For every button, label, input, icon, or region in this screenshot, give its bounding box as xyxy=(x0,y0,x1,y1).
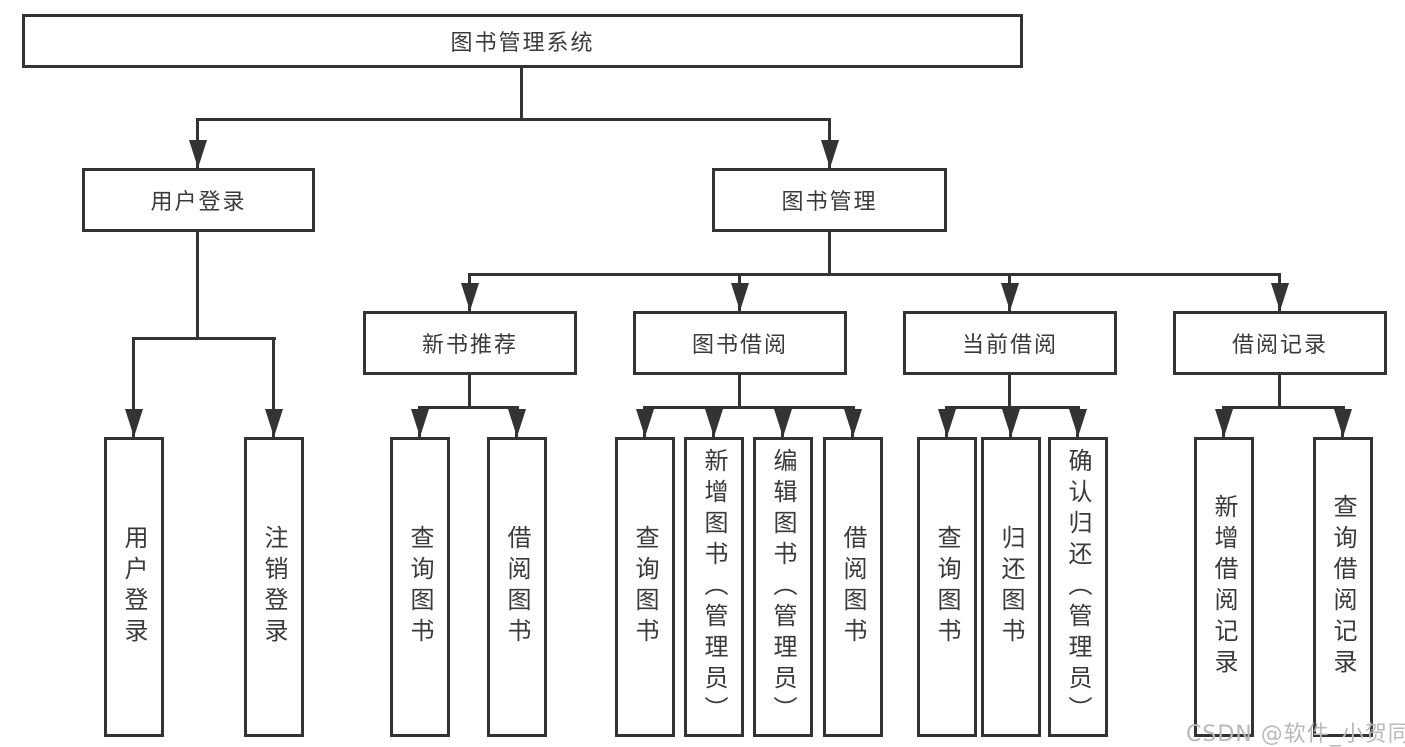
node-label: 借阅记录 xyxy=(1231,333,1328,358)
arrow-down-icon xyxy=(461,283,479,311)
node-label: 图书管理系统 xyxy=(450,31,595,56)
leaf-label: 查询图书 xyxy=(933,525,961,649)
arrow-down-icon xyxy=(125,409,143,437)
leaf-label: 新增借阅记录 xyxy=(1210,494,1238,680)
node-label: 图书借阅 xyxy=(691,333,788,358)
leaf-label: 归还图书 xyxy=(997,525,1025,649)
node-label: 用户登录 xyxy=(150,190,247,215)
arrow-down-icon xyxy=(1069,409,1087,437)
arrow-down-icon xyxy=(774,409,792,437)
leaf-label: 查询图书 xyxy=(406,525,434,649)
node-label: 图书管理 xyxy=(781,190,878,215)
edge-root-branch xyxy=(196,118,831,121)
leaf-label: 确认归还（管理员） xyxy=(1064,447,1092,727)
leaf-label: 编辑图书（管理员） xyxy=(769,447,797,727)
edge-drop-leaf xyxy=(132,337,135,437)
leaf-label: 查询图书 xyxy=(631,525,659,649)
leaf-return-books: 归还图书 xyxy=(981,437,1041,737)
leaf-label: 注销登录 xyxy=(260,525,288,649)
edge-book-management-stem xyxy=(828,232,831,273)
leaf-query-books-recommend: 查询图书 xyxy=(390,437,450,737)
arrow-down-icon xyxy=(189,140,207,168)
edge-book-borrowing-branch xyxy=(643,406,855,409)
leaf-edit-books-admin: 编辑图书（管理员） xyxy=(753,437,813,737)
arrow-down-icon xyxy=(636,409,654,437)
node-current-borrowing: 当前借阅 xyxy=(903,311,1117,375)
edge-borrow-records-stem xyxy=(1278,375,1281,406)
arrow-down-icon xyxy=(1334,409,1352,437)
arrow-down-icon xyxy=(821,140,839,168)
arrow-down-icon xyxy=(1215,409,1233,437)
arrow-down-icon xyxy=(1002,409,1020,437)
node-label: 新书推荐 xyxy=(421,333,518,358)
edge-borrow-records-branch xyxy=(1222,406,1345,409)
edge-book-management-branch xyxy=(468,273,1281,276)
leaf-logout: 注销登录 xyxy=(244,437,304,737)
edge-new-book-recommend-branch xyxy=(418,406,519,409)
edge-current-borrowing-branch xyxy=(945,406,1080,409)
node-new-book-recommend: 新书推荐 xyxy=(363,311,577,375)
leaf-query-books-current: 查询图书 xyxy=(917,437,977,737)
arrow-down-icon xyxy=(705,409,723,437)
edge-user-login-stem xyxy=(196,232,199,337)
leaf-user-login: 用户登录 xyxy=(104,437,164,737)
leaf-label: 用户登录 xyxy=(120,525,148,649)
leaf-label: 新增图书（管理员） xyxy=(700,447,728,727)
arrow-down-icon xyxy=(844,409,862,437)
node-book-borrowing: 图书借阅 xyxy=(633,311,847,375)
leaf-add-borrow-record: 新增借阅记录 xyxy=(1194,437,1254,737)
edge-new-book-recommend-stem xyxy=(468,375,471,406)
edge-book-borrowing-stem xyxy=(738,375,741,406)
arrow-down-icon xyxy=(1271,283,1289,311)
leaf-label: 借阅图书 xyxy=(839,525,867,649)
arrow-down-icon xyxy=(1001,283,1019,311)
edge-current-borrowing-stem xyxy=(1008,375,1011,406)
leaf-query-borrow-record: 查询借阅记录 xyxy=(1313,437,1373,737)
edge-root-stem xyxy=(520,68,523,118)
node-user-login: 用户登录 xyxy=(82,168,315,232)
leaf-label: 借阅图书 xyxy=(503,525,531,649)
leaf-label: 查询借阅记录 xyxy=(1329,494,1357,680)
leaf-borrow-books: 借阅图书 xyxy=(823,437,883,737)
edge-drop-leaf xyxy=(272,337,275,437)
arrow-down-icon xyxy=(265,409,283,437)
node-book-management: 图书管理 xyxy=(712,168,947,232)
node-label: 当前借阅 xyxy=(961,333,1058,358)
arrow-down-icon xyxy=(731,283,749,311)
leaf-borrow-books-recommend: 借阅图书 xyxy=(487,437,547,737)
arrow-down-icon xyxy=(411,409,429,437)
edge-user-login-branch xyxy=(132,337,276,340)
leaf-confirm-return-admin: 确认归还（管理员） xyxy=(1048,437,1108,737)
node-root-library-system: 图书管理系统 xyxy=(22,14,1023,68)
node-borrow-records: 借阅记录 xyxy=(1173,311,1387,375)
arrow-down-icon xyxy=(508,409,526,437)
leaf-query-books-borrowing: 查询图书 xyxy=(615,437,675,737)
arrow-down-icon xyxy=(938,409,956,437)
leaf-add-books-admin: 新增图书（管理员） xyxy=(684,437,744,737)
csdn-watermark: CSDN @软件_小贺同学 xyxy=(1186,722,1405,747)
